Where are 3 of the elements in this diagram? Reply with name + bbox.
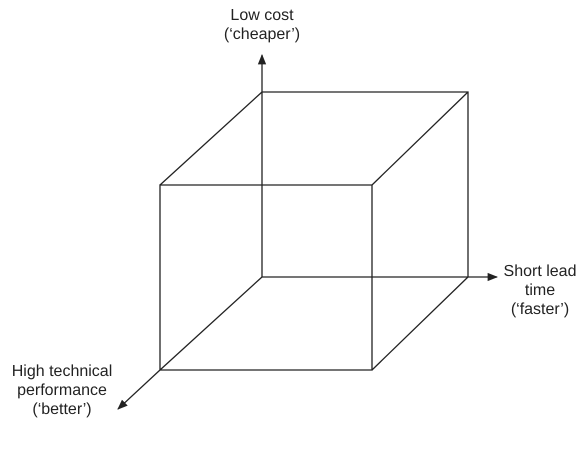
axis-label: High technical performance (‘better’) (10, 362, 114, 419)
axis-label: Short lead time (‘faster’) (502, 262, 578, 319)
axis-label: Low cost (‘cheaper’) (222, 6, 302, 44)
